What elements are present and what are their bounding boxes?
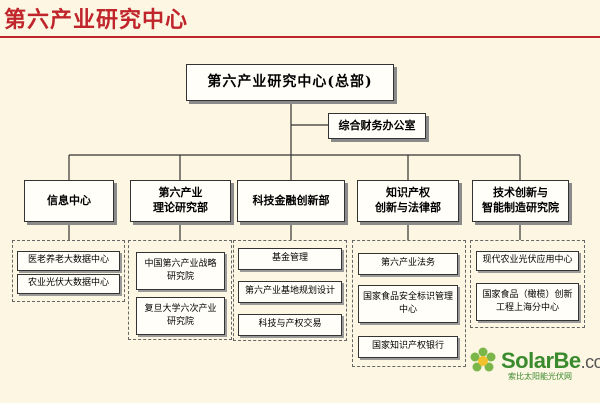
unit-label: 第六产业基地规划设计	[244, 286, 335, 297]
unit-label: 基金管理	[271, 253, 308, 264]
unit-box: 科技与产权交易	[238, 314, 342, 336]
unit-group	[233, 240, 347, 341]
office-box: 综合财务办公室	[328, 113, 426, 139]
unit-box: 基金管理	[238, 248, 342, 270]
department-box: 信息中心	[24, 180, 114, 222]
logo-domain: .com	[580, 352, 600, 372]
department-box: 科技金融创新部	[237, 180, 345, 222]
unit-box: 国家食品安全标识管理中心	[358, 285, 458, 323]
unit-group	[470, 240, 585, 328]
unit-label: 农业光伏大数据中心	[27, 278, 109, 289]
unit-box: 国家知识产权银行	[358, 336, 458, 358]
unit-box: 国家食品（橄榄）创新工程上海分中心	[476, 283, 579, 321]
unit-label: 复旦大学六次产业研究院	[144, 303, 217, 328]
logo-brand: SolarBe	[501, 348, 581, 373]
department-label: 知识产权 创新与法律部	[375, 186, 441, 214]
unit-label: 国家食品安全标识管理中心	[363, 291, 454, 316]
unit-box: 第六产业基地规划设计	[238, 281, 342, 303]
logo-tagline: 索比太阳能光伏网	[508, 372, 572, 381]
logo-wordmark: SolarBe.com	[501, 348, 600, 374]
unit-group	[12, 240, 125, 302]
solarbe-logo: SolarBe.com	[468, 346, 600, 376]
unit-label: 国家知识产权银行	[371, 341, 444, 352]
unit-group	[128, 240, 232, 340]
unit-box: 第六产业法务	[358, 253, 458, 275]
page-title: 第六产业研究中心	[4, 7, 189, 33]
unit-label: 国家食品（橄榄）创新工程上海分中心	[482, 289, 573, 314]
unit-box: 医老养老大数据中心	[17, 251, 120, 271]
department-label: 第六产业 理论研究部	[153, 186, 208, 214]
department-label: 信息中心	[47, 193, 91, 207]
unit-box: 中国第六产业战略研究院	[136, 252, 225, 290]
unit-label: 现代农业光伏应用中心	[482, 255, 573, 266]
unit-label: 第六产业法务	[380, 258, 435, 269]
office-label: 综合财务办公室	[338, 118, 416, 132]
unit-box: 农业光伏大数据中心	[17, 274, 120, 294]
department-label: 技术创新与 智能制造研究院	[482, 186, 559, 214]
title-underline	[0, 36, 600, 38]
department-box: 技术创新与 智能制造研究院	[472, 180, 569, 222]
department-box: 知识产权 创新与法律部	[357, 180, 459, 222]
unit-label: 中国第六产业战略研究院	[144, 258, 217, 283]
unit-group	[352, 240, 466, 367]
flower-icon	[470, 347, 496, 372]
department-label: 科技金融创新部	[252, 193, 330, 207]
unit-label: 医老养老大数据中心	[27, 255, 109, 266]
unit-label: 科技与产权交易	[258, 319, 322, 330]
headquarters-label: 第六产业研究中心(总部)	[207, 74, 373, 91]
unit-box: 现代农业光伏应用中心	[476, 251, 579, 271]
department-box: 第六产业 理论研究部	[130, 180, 231, 222]
unit-box: 复旦大学六次产业研究院	[136, 297, 225, 335]
headquarters-box: 第六产业研究中心(总部)	[186, 64, 394, 101]
